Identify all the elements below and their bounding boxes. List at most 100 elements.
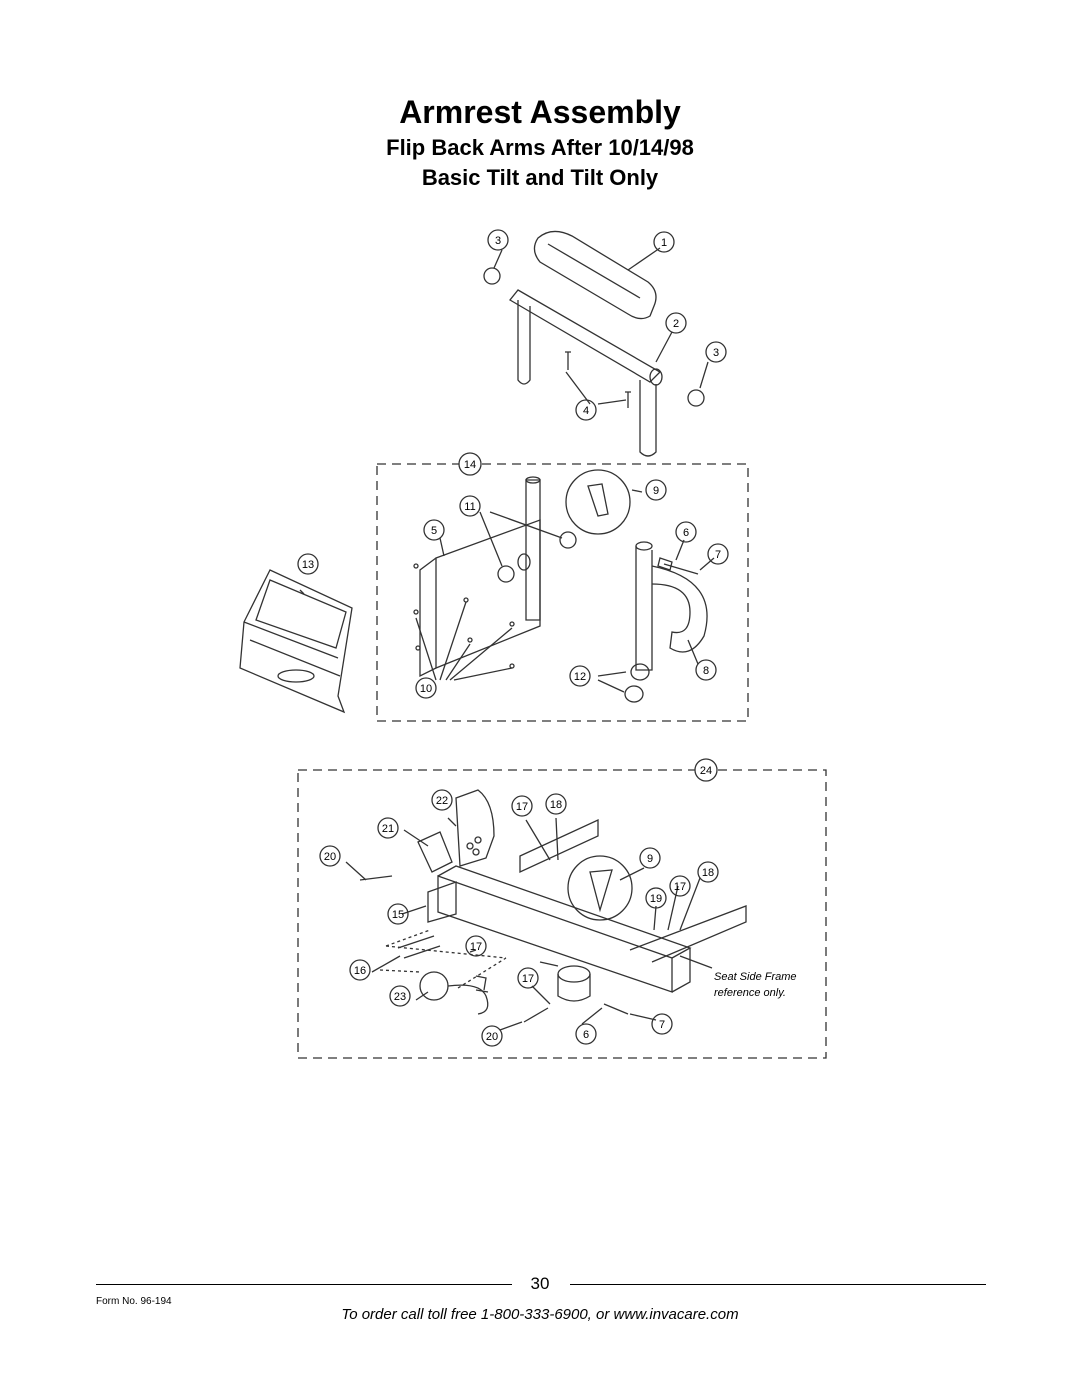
dashed-border-14 [376, 463, 749, 722]
arm-post-rear [639, 380, 657, 457]
callout-24: 24 [694, 758, 718, 782]
svg-text:23: 23 [394, 991, 406, 1003]
side-panel [435, 519, 541, 669]
svg-text:11: 11 [464, 501, 475, 513]
callout-14-7: 7 [707, 543, 729, 565]
svg-text:15: 15 [392, 909, 404, 921]
curved-tube [651, 565, 708, 653]
detail-circle [565, 469, 631, 535]
callout-24-17c: 17 [465, 935, 487, 957]
svg-text:18: 18 [702, 867, 714, 879]
callout-24-15: 15 [387, 903, 409, 925]
callout-24-17b: 17 [669, 875, 691, 897]
callout-24-7: 7 [651, 1013, 673, 1035]
svg-text:1: 1 [661, 237, 667, 249]
page-title: Armrest Assembly [399, 94, 681, 130]
svg-text:6: 6 [683, 527, 689, 539]
frame-box-14 [376, 463, 749, 722]
svg-text:19: 19 [650, 893, 662, 905]
svg-text:17: 17 [674, 881, 686, 893]
svg-text:16: 16 [354, 965, 366, 977]
svg-text:4: 4 [583, 405, 589, 417]
svg-text:5: 5 [431, 525, 437, 537]
page-subtitle-1: Flip Back Arms After 10/14/98 [386, 135, 694, 160]
svg-text:7: 7 [715, 549, 721, 561]
svg-text:8: 8 [703, 665, 709, 677]
callout-24-22: 22 [431, 789, 453, 811]
callout-armrest-3a: 3 [487, 229, 509, 251]
svg-text:20: 20 [486, 1031, 498, 1043]
callout-24-21: 21 [377, 817, 399, 839]
seat-note-line-1: Seat Side Frame [714, 971, 797, 983]
callout-14-10: 10 [415, 677, 437, 699]
order-info: To order call toll free 1-800-333-6900, … [341, 1306, 739, 1323]
callout-14-8: 8 [695, 659, 717, 681]
svg-text:3: 3 [495, 235, 501, 247]
svg-text:12: 12 [574, 671, 586, 683]
side-plate [455, 789, 495, 867]
page-subtitle-2: Basic Tilt and Tilt Only [421, 165, 659, 190]
callout-14-9: 9 [645, 479, 667, 501]
callout-24-17a: 17 [511, 795, 533, 817]
armrest-side-panel-13 [239, 569, 353, 714]
svg-text:20: 20 [324, 851, 336, 863]
callout-armrest-1: 1 [653, 231, 675, 253]
callout-armrest-3b: 3 [705, 341, 727, 363]
screw-1 [565, 351, 571, 370]
seat-note-line-2: reference only. [714, 987, 786, 999]
svg-text:3: 3 [713, 347, 719, 359]
svg-text:13: 13 [302, 559, 314, 571]
svg-text:21: 21 [382, 823, 394, 835]
svg-text:9: 9 [653, 485, 659, 497]
screw-2 [625, 391, 631, 408]
svg-text:14: 14 [464, 459, 476, 471]
form-number: Form No. 96-194 [96, 1296, 172, 1307]
page-number: 30 [530, 1274, 550, 1293]
footer-rule-left [96, 1284, 512, 1285]
arm-post-front [517, 300, 531, 385]
callout-24-20a: 20 [319, 845, 341, 867]
svg-text:17: 17 [470, 941, 482, 953]
armrest-assembly [483, 230, 709, 457]
rear-post [635, 546, 653, 671]
svg-text:22: 22 [436, 795, 448, 807]
callout-24-18b: 18 [697, 861, 719, 883]
svg-text:9: 9 [647, 853, 653, 865]
callout-14-5: 5 [423, 519, 445, 541]
callout-24-17d: 17 [517, 967, 539, 989]
svg-text:17: 17 [522, 973, 534, 985]
callout-24-23: 23 [389, 985, 411, 1007]
frame-box-24 [297, 769, 827, 1059]
callout-13: 13 [297, 553, 319, 575]
end-cap-right [687, 389, 705, 407]
footer-rule-right [570, 1284, 986, 1285]
svg-text:6: 6 [583, 1029, 589, 1041]
svg-text:24: 24 [700, 765, 712, 777]
callout-24-18a: 18 [545, 793, 567, 815]
callout-24-9: 9 [639, 847, 661, 869]
callout-24-20b: 20 [481, 1025, 503, 1047]
svg-text:2: 2 [673, 318, 679, 330]
end-cap-left [483, 267, 501, 285]
main-rail [437, 875, 673, 993]
callout-14-11: 11 [459, 495, 481, 517]
arm-tube [509, 289, 662, 383]
callout-24-6: 6 [575, 1023, 597, 1045]
bracket-15 [427, 881, 457, 923]
callout-armrest-2: 2 [665, 312, 687, 334]
callout-labels: 3 1 2 3 4 14 9 11 5 6 7 13 8 12 10 24 22… [297, 229, 797, 1047]
dashed-border-24 [297, 769, 827, 1059]
svg-text:10: 10 [420, 683, 432, 695]
svg-text:18: 18 [550, 799, 562, 811]
callout-24-19: 19 [645, 887, 667, 909]
callout-24-16: 16 [349, 959, 371, 981]
callout-14-6: 6 [675, 521, 697, 543]
callout-armrest-4: 4 [575, 399, 597, 421]
callout-14-12: 12 [569, 665, 591, 687]
arm-pad [533, 230, 657, 320]
detent-ring [419, 971, 449, 1001]
callout-14: 14 [458, 452, 482, 476]
svg-text:7: 7 [659, 1019, 665, 1031]
svg-text:17: 17 [516, 801, 528, 813]
